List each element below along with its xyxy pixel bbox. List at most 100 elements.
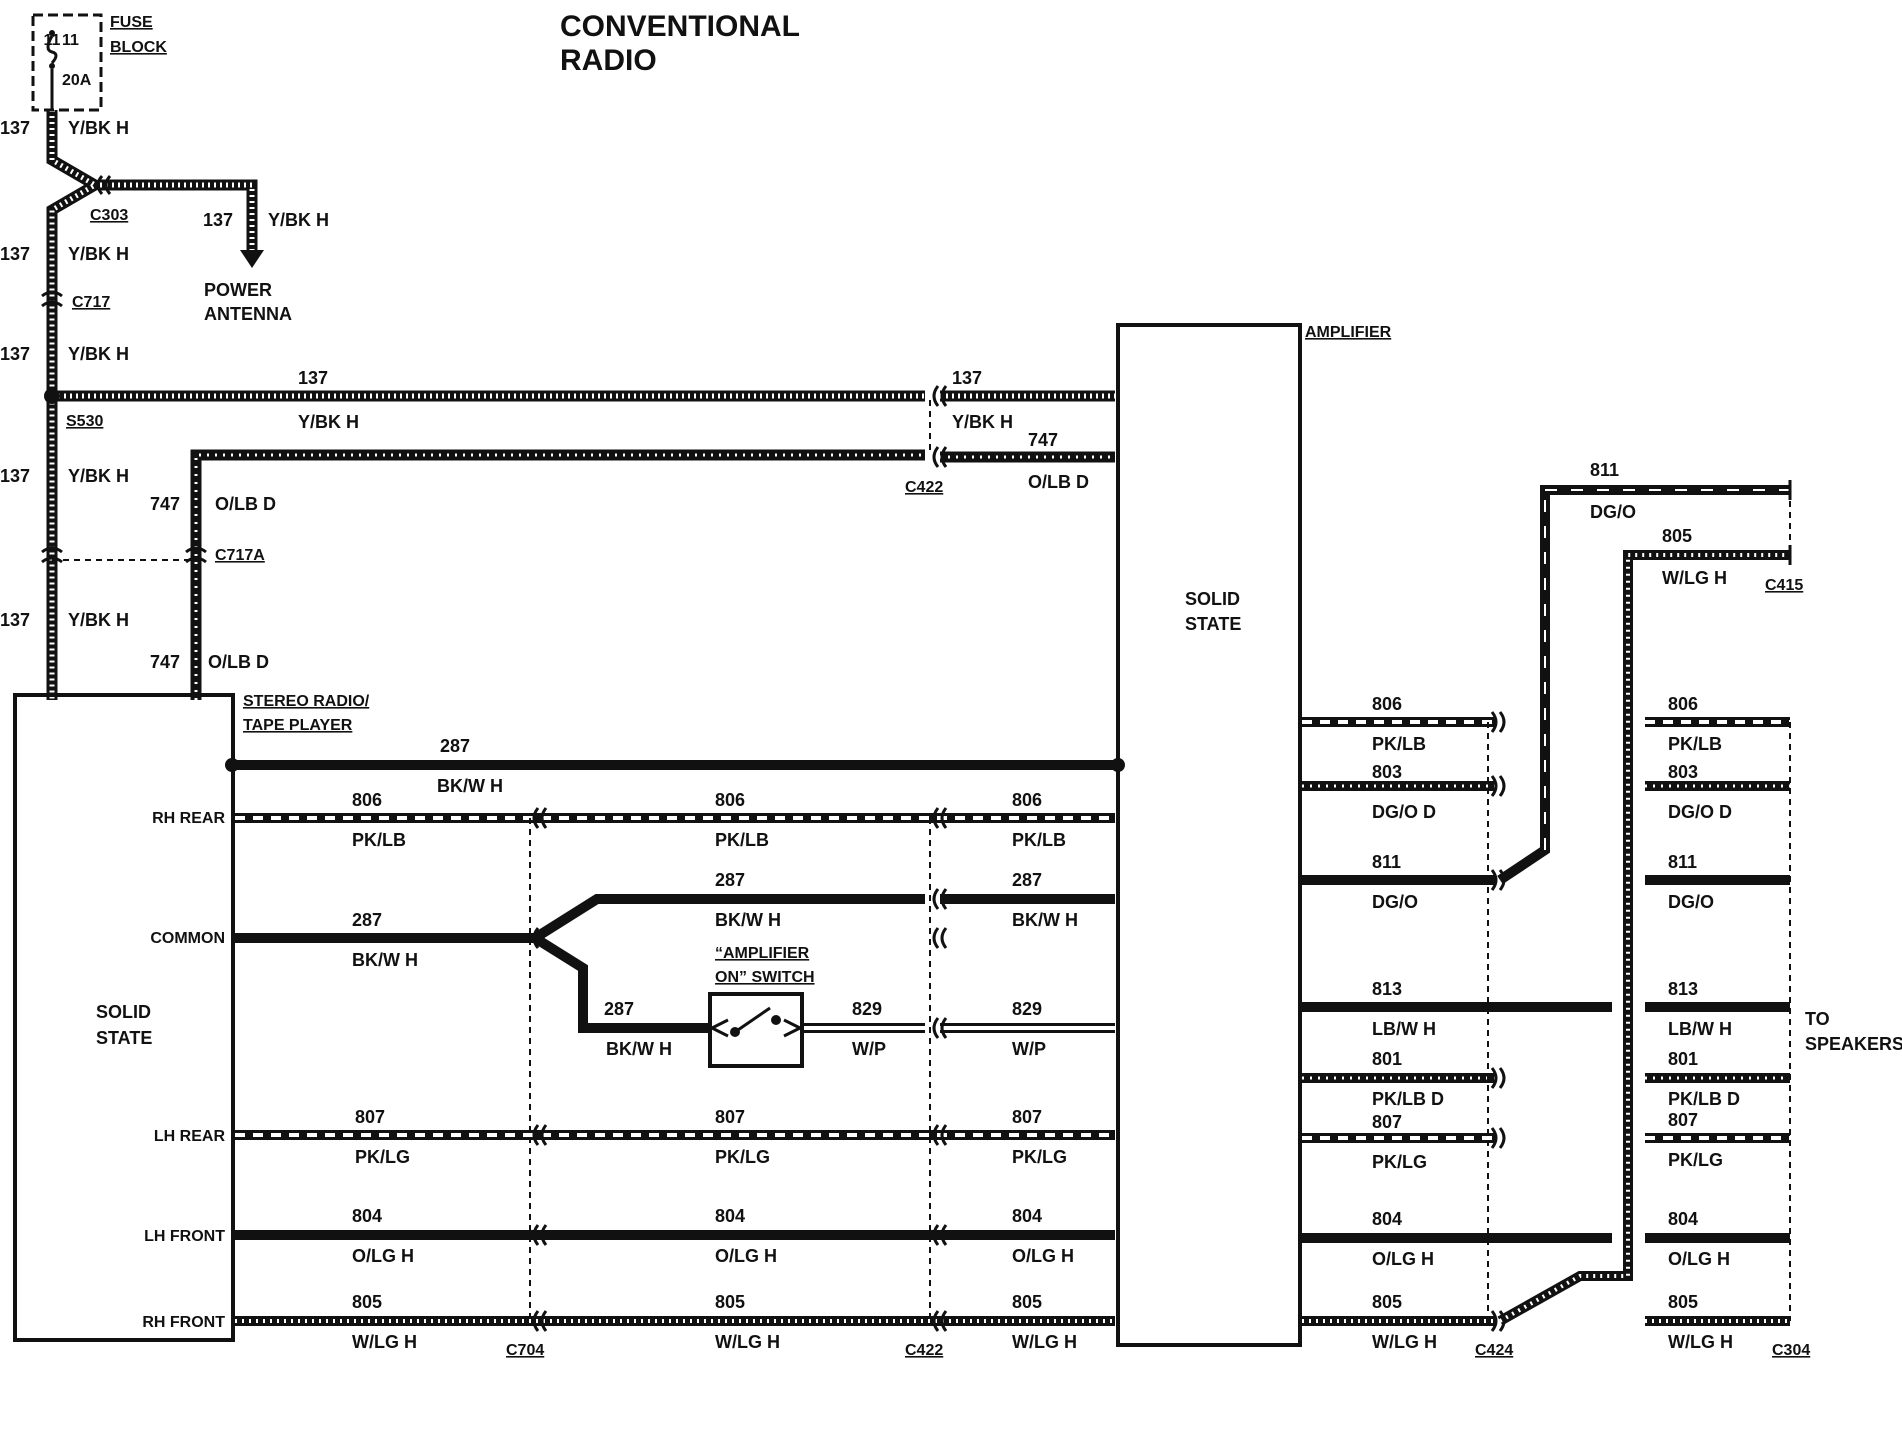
wire-color: Y/BK H [298, 412, 359, 432]
wire-color: BK/W H [715, 910, 781, 930]
splice-dots [44, 388, 1125, 772]
wire-label: 287 [1012, 870, 1042, 890]
wire-color: PK/LG [355, 1147, 410, 1167]
connector-c717a: C717A [215, 547, 265, 564]
connector-mark [532, 807, 548, 829]
wire-label: 805 [715, 1292, 745, 1312]
connector-mark [932, 807, 948, 829]
wire-label: 807 [1012, 1107, 1042, 1127]
connector-c717: C717 [72, 294, 110, 311]
splice-s530: S530 [66, 413, 103, 430]
wire-color: BK/W H [352, 950, 418, 970]
connector-c424: C424 [1475, 1342, 1513, 1359]
connector-mark [932, 888, 948, 910]
connector-mark [1490, 775, 1506, 797]
wire-label: 811 [1590, 460, 1619, 480]
wire-color: PK/LB [1012, 830, 1066, 850]
wire-color: O/LG H [352, 1246, 414, 1266]
wire-color: W/LG H [352, 1332, 417, 1352]
wire-label: 804 [1012, 1206, 1042, 1226]
wire-color: O/LG H [1372, 1249, 1434, 1269]
connector-mark [532, 1224, 548, 1246]
pin-lh-front: LH FRONT [144, 1228, 225, 1245]
fuse-number-label: 11 [62, 32, 79, 49]
power-antenna-arrow-icon [240, 250, 264, 268]
wire-label: 137 [203, 210, 233, 230]
radio-state: STATE [96, 1028, 152, 1048]
to-speakers-2: SPEAKERS [1805, 1034, 1902, 1054]
wire-label: 287 [604, 999, 634, 1019]
connector-mark [932, 1310, 948, 1332]
wire-label: 137 [0, 244, 30, 264]
wire-label: 806 [1372, 694, 1402, 714]
wire-label: 806 [352, 790, 382, 810]
fuse-label-1: FUSE [110, 14, 153, 31]
wire-color: BK/W H [437, 776, 503, 796]
wire-color: DG/O D [1372, 802, 1436, 822]
wire-color: O/LB D [1028, 472, 1089, 492]
wire-color: LB/W H [1372, 1019, 1436, 1039]
wire-label: 829 [852, 999, 882, 1019]
wire-label: 804 [1668, 1209, 1698, 1229]
fuse-number: 11 [44, 32, 61, 49]
wire-color: O/LG H [715, 1246, 777, 1266]
to-speakers-1: TO [1805, 1009, 1830, 1029]
wire-color: Y/BK H [268, 210, 329, 230]
radio-label-2: TAPE PLAYER [243, 717, 353, 734]
fuse [31, 13, 103, 112]
amplifier-on-switch-icon [708, 992, 804, 1068]
wire-label: 813 [1668, 979, 1698, 999]
wire-color: W/LG H [1662, 568, 1727, 588]
wire-label: 813 [1372, 979, 1402, 999]
wire-color: Y/BK H [952, 412, 1013, 432]
wire-label: 806 [1668, 694, 1698, 714]
wire-label: 287 [440, 736, 470, 756]
connector-mark [1490, 711, 1506, 733]
wire-color: O/LB D [208, 652, 269, 672]
wire-color: O/LB D [215, 494, 276, 514]
wire-label: 804 [352, 1206, 382, 1226]
connector-mark [1490, 869, 1506, 891]
wire-label: 137 [952, 368, 982, 388]
wire-color: PK/LB [352, 830, 406, 850]
wire-color: LB/W H [1668, 1019, 1732, 1039]
wire-label: 137 [0, 466, 30, 486]
wire-color: O/LG H [1668, 1249, 1730, 1269]
wire-color: DG/O [1372, 892, 1418, 912]
wire-color: PK/LG [1372, 1152, 1427, 1172]
power-antenna-line-1: POWER [204, 280, 272, 300]
wire-805-right [1302, 550, 1790, 1326]
wire-color: BK/W H [606, 1039, 672, 1059]
connector-c303: C303 [90, 207, 128, 224]
wire-color: W/P [852, 1039, 886, 1059]
wire-label: 801 [1372, 1049, 1402, 1069]
wire-label: 747 [1028, 430, 1058, 450]
connector-mark [1490, 1127, 1506, 1149]
wire-label: 137 [0, 118, 30, 138]
wire-color: W/LG H [715, 1332, 780, 1352]
wire-label: 804 [715, 1206, 745, 1226]
switch-label-1: “AMPLIFIER [715, 945, 810, 962]
wire-label: 805 [1372, 1292, 1402, 1312]
wire-label: 811 [1372, 852, 1401, 872]
wire-label: 805 [1668, 1292, 1698, 1312]
wire-label: 807 [1372, 1112, 1402, 1132]
wire-label: 829 [1012, 999, 1042, 1019]
amp-state: STATE [1185, 614, 1241, 634]
connector-c415: C415 [1765, 577, 1803, 594]
wire-811-right [1302, 485, 1790, 885]
connector-marks [41, 175, 1506, 1332]
radio-module [13, 693, 235, 1342]
wire-color: PK/LB D [1668, 1089, 1740, 1109]
connector-dashed-lines [52, 400, 1791, 1321]
wire-label: 811 [1668, 852, 1697, 872]
wire-label: 806 [1012, 790, 1042, 810]
pin-rh-rear: RH REAR [152, 810, 225, 827]
wire-color: W/P [1012, 1039, 1046, 1059]
wire-color: Y/BK H [68, 118, 129, 138]
wire-label: 805 [1662, 526, 1692, 546]
pin-rh-front: RH FRONT [142, 1314, 225, 1331]
wire-color: W/LG H [1372, 1332, 1437, 1352]
wire-label: 137 [0, 610, 30, 630]
wire-color: PK/LG [1668, 1150, 1723, 1170]
